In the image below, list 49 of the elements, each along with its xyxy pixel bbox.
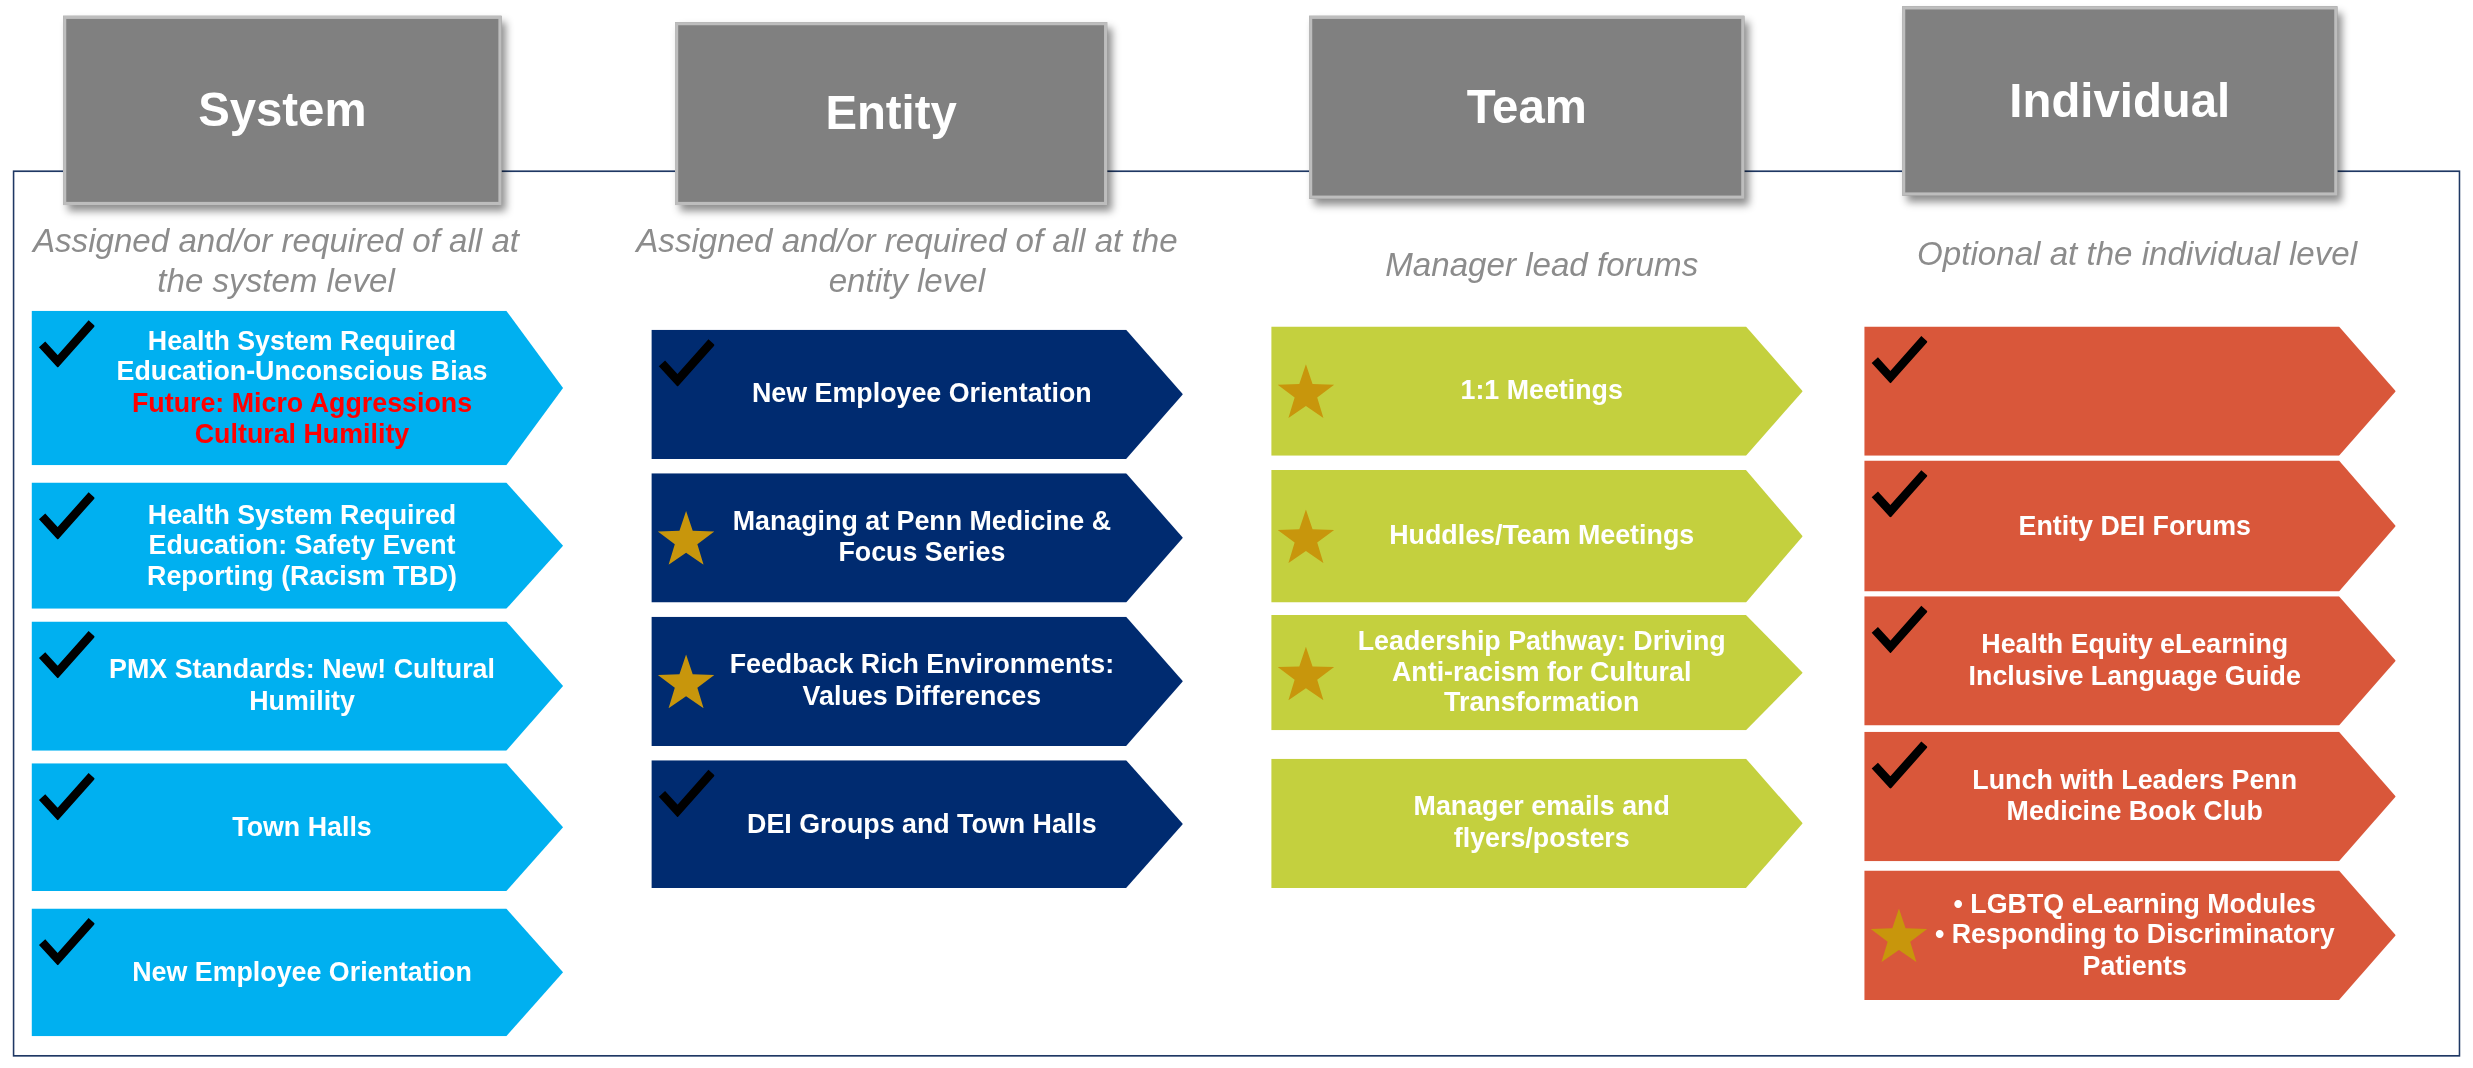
item-banner	[1864, 731, 2396, 862]
item-banner	[1271, 758, 1803, 888]
item-text: Leadership Pathway: Driving Anti-racism for Cultural Transformation	[1356, 626, 1727, 719]
item-text: Managing at Penn Medicine & Focus Series	[731, 507, 1113, 569]
item-text: • LGBTQ eLearning Modules	[1953, 889, 2316, 920]
item-banner	[1271, 470, 1803, 603]
item-text: Huddles/Team Meetings	[1389, 520, 1695, 552]
item-text: Manager emails and flyers/posters	[1412, 792, 1671, 855]
item-banner	[651, 616, 1183, 746]
item-text: Town Halls	[232, 811, 372, 843]
header-title: System	[198, 82, 367, 138]
header-title: Individual	[2009, 73, 2231, 129]
column-header-box	[63, 15, 502, 206]
item-banner	[651, 473, 1183, 603]
item-banner	[1864, 326, 2396, 456]
header-title: Entity	[825, 85, 957, 141]
item-text: Feedback Rich Environments: Values Differences	[728, 650, 1116, 713]
column-subtitle: Optional at the individual level	[1916, 234, 2359, 274]
item-banner	[1864, 596, 2396, 726]
item-text: New Employee Orientation	[752, 378, 1092, 410]
item-text: Entity DEI Forums	[2018, 510, 2251, 542]
item-banner	[1271, 326, 1803, 456]
column-subtitle: Assigned and/or required of all at the entity level	[634, 221, 1179, 301]
item-text: Health System Required Education-Unconscious Bias	[115, 326, 489, 388]
item-banner	[651, 760, 1183, 888]
item-banner	[31, 482, 564, 609]
item-text: • Responding to Discriminatory Patients	[1933, 919, 2336, 982]
item-banner	[31, 763, 564, 892]
item-text: DEI Groups and Town Halls	[747, 808, 1097, 840]
item-text: 1:1 Meetings	[1460, 375, 1623, 407]
item-text: Health Equity eLearning Inclusive Language Guide	[1967, 630, 2302, 692]
item-banner	[1271, 615, 1803, 731]
column-subtitle: Assigned and/or required of all at the system level	[30, 221, 521, 301]
item-text: Lunch with Leaders Penn Medicine Book Club	[1971, 765, 2299, 828]
column-header-box	[1902, 6, 2338, 196]
item-text: Health System Required Education: Safety Event Reporting (Racism TBD)	[146, 499, 458, 592]
item-banner	[31, 908, 564, 1037]
column-header-box	[1309, 15, 1745, 199]
column-header-box	[675, 22, 1108, 206]
header-title: Team	[1466, 79, 1587, 135]
item-banner	[31, 310, 564, 466]
item-banner	[651, 329, 1183, 459]
item-text: New Employee Orientation	[132, 956, 472, 988]
item-banner	[31, 621, 564, 751]
item-banner	[1864, 870, 2396, 1000]
item-banner	[1864, 460, 2396, 592]
item-text: PMX Standards: New! Cultural Humility	[108, 655, 496, 717]
highlight-text: Future: Micro Aggressions Cultural Humility	[130, 388, 474, 450]
column-subtitle: Manager lead forums	[1384, 245, 1700, 285]
